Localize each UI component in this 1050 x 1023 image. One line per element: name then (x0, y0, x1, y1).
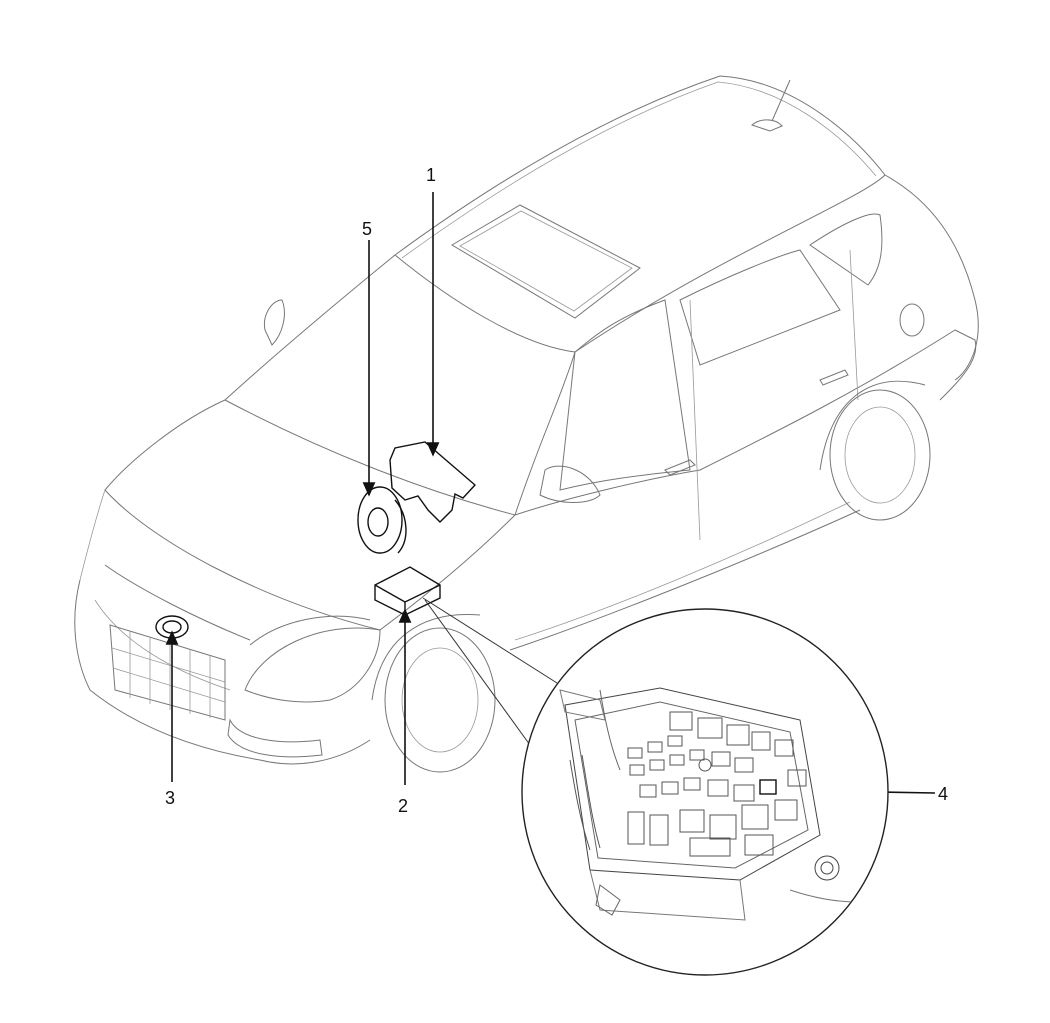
callout-1-label: 1 (426, 165, 437, 185)
callout-3-label: 3 (165, 788, 176, 808)
passenger-airbag-shape (389, 441, 477, 523)
callout-2-label: 2 (398, 796, 409, 816)
detail-zoom (521, 608, 889, 976)
callout-5-label: 5 (362, 219, 373, 239)
callout-4-label: 4 (938, 784, 949, 804)
car-outline (74, 75, 979, 773)
